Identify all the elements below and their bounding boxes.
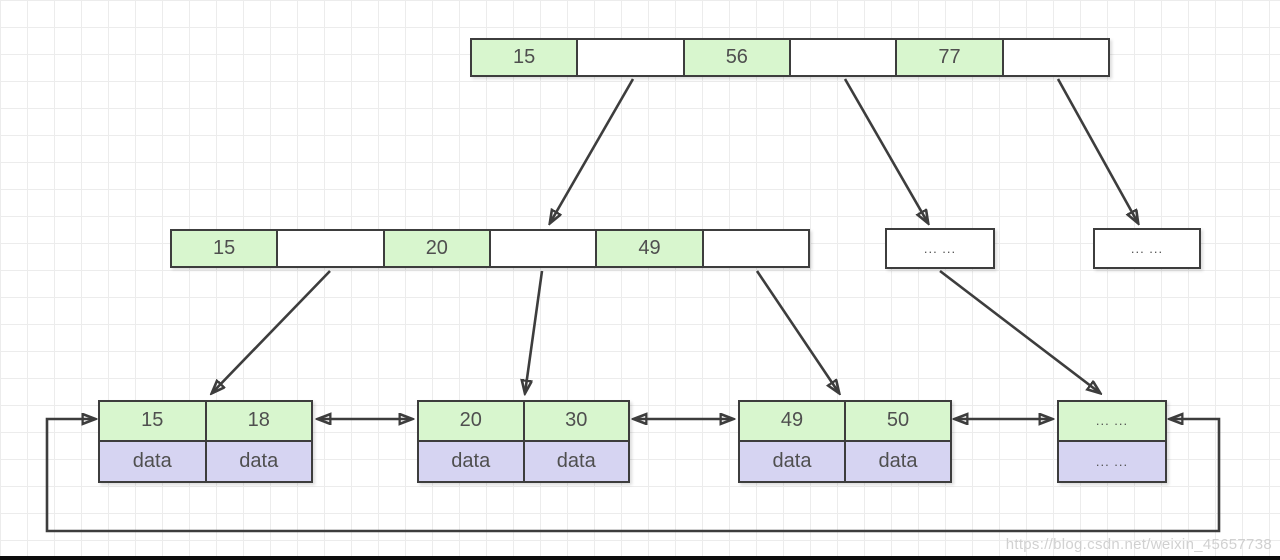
root-node: 15 56 77 xyxy=(470,38,1110,77)
arrow-internal-to-leaf-2 xyxy=(525,270,544,393)
leaf-data-cell: data xyxy=(100,441,207,481)
key-cell: 49 xyxy=(597,231,704,266)
leaf-data-row: data data xyxy=(419,441,628,481)
key-cell: 15 xyxy=(172,231,279,266)
key-cell: 20 xyxy=(384,231,491,266)
arrow-internal-to-leaf-1 xyxy=(212,270,331,393)
pointer-cell xyxy=(703,231,808,266)
leaf-key-cell: 30 xyxy=(524,402,628,442)
leaf-node-3: 49 50 data data xyxy=(738,400,952,483)
arrow-root-to-internal xyxy=(550,78,635,223)
csdn-watermark: https://blog.csdn.net/weixin_45657738 xyxy=(1005,536,1272,553)
leaf-data-cell: data xyxy=(846,441,950,481)
leaf-data-cell: data xyxy=(419,441,525,481)
leaf-data-cell: ... ... xyxy=(1059,441,1165,481)
leaf-data-cell: data xyxy=(740,441,846,481)
elided-node-b: ... ... xyxy=(1093,228,1201,269)
internal-node: 15 20 49 xyxy=(170,229,810,268)
leaf-key-row: ... ... xyxy=(1059,402,1165,442)
arrow-root-to-stub-b xyxy=(1056,78,1138,223)
leaf-data-cell: data xyxy=(524,441,628,481)
key-cell: 77 xyxy=(897,40,1004,75)
leaf-key-cell: 50 xyxy=(846,402,950,442)
pointer-cell xyxy=(578,40,685,75)
leaf-key-row: 15 18 xyxy=(100,402,311,442)
arrow-internal-to-leaf-3 xyxy=(755,270,839,393)
pointer-cell xyxy=(790,40,898,75)
elided-node-a: ... ... xyxy=(885,228,995,269)
arrow-stub-a-to-leaf-4 xyxy=(939,269,1100,393)
leaf-data-cell: data xyxy=(206,441,311,481)
key-cell: 15 xyxy=(472,40,579,75)
leaf-data-row: ... ... xyxy=(1059,441,1165,481)
pointer-cell xyxy=(1003,40,1108,75)
leaf-data-row: data data xyxy=(740,441,950,481)
leaf-key-cell: 15 xyxy=(100,402,207,442)
leaf-key-cell: 18 xyxy=(206,402,311,442)
leaf-node-2: 20 30 data data xyxy=(417,400,630,483)
leaf-node-4: ... ... ... ... xyxy=(1057,400,1167,483)
bottom-edge-bar xyxy=(0,556,1280,560)
arrow-root-to-stub-a xyxy=(843,78,928,223)
leaf-key-cell: ... ... xyxy=(1059,402,1165,442)
leaf-key-cell: 49 xyxy=(740,402,846,442)
leaf-data-row: data data xyxy=(100,441,311,481)
pointer-cell xyxy=(278,231,385,266)
leaf-key-row: 20 30 xyxy=(419,402,628,442)
leaf-key-cell: 20 xyxy=(419,402,525,442)
pointer-cell xyxy=(490,231,598,266)
leaf-key-row: 49 50 xyxy=(740,402,950,442)
leaf-node-1: 15 18 data data xyxy=(98,400,313,483)
key-cell: 56 xyxy=(684,40,791,75)
